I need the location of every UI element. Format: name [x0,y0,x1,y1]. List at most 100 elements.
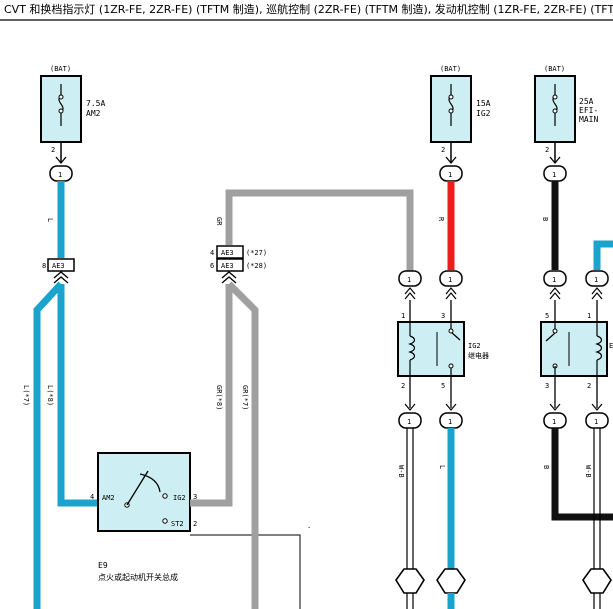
ae3-mid-connector-lower [216,258,244,272]
wire-gr-top [225,189,414,272]
ig2-fuse-source: (BAT) [440,65,461,73]
wire-gr-w7-label: GR(*7) [241,385,249,410]
wire-l-w7-label: L(*7) [22,385,30,406]
am2-fuse-source: (BAT) [50,65,71,73]
efi-fuse-source: (BAT) [544,65,565,73]
switch-term-ig2: IG2 [173,494,186,502]
wire-wb-label-2: W-B [584,465,592,478]
efi-relay-coil-icon [595,322,603,376]
ig2-relay-name: IG2 [468,342,481,350]
ig2-relay-subtitle: 继电器 [468,351,489,360]
ig2-fuse-icon [448,84,454,126]
efi-relay-out-connector-2 [585,412,609,429]
ae3-left-label: AE3 [52,262,65,270]
efi-relay-pin-bl: 3 [545,382,549,390]
switch-pin-st2: 2 [193,520,197,528]
wire-b-efi-out-label: B [542,465,550,469]
efi-arrow-icon [549,156,561,165]
wire-r-label: R [437,217,445,222]
ig2-out-arrow-icon-1 [404,403,416,411]
efi-relay-in-connector-2-pin: 1 [594,276,598,284]
ae3-mid-pin-lower: 6 [210,262,214,270]
efi-relay-switch-icon [545,322,570,376]
ig2-relay-out-connector-1 [398,412,422,429]
ig2-relay-pin-br: 5 [441,382,445,390]
wire-b-efi-out [551,428,613,521]
efi-relay-in-connector-1-pin: 1 [552,276,556,284]
am2-connector-pin: 1 [58,171,62,179]
efi-fuse-pin: 2 [545,146,549,154]
efi-fuse-name-2: MAIN [579,115,598,124]
ignition-switch-box [97,452,191,532]
ae3-mid-connector-upper [216,245,244,259]
efi-relay-name-partial: E [609,342,613,350]
wire-st2 [190,534,301,609]
wire-gr-label: GR [215,217,223,226]
wire-st2-tick: · [307,524,311,532]
switch-name: 点火或起动机开关总成 [98,572,178,582]
ae3-mid-note-lower: (*28) [246,262,267,270]
wire-l-ig2-out-label: L [438,465,446,469]
efi-fuse-icon [552,84,558,126]
am2-fuse-rating: 7.5A [86,99,105,108]
efi-relay-pin-tr: 1 [587,312,591,320]
ignition-switch-contact-icon [124,470,168,524]
wire-gr-w7 [226,281,259,609]
efi-relay-out-connector-2-pin: 1 [594,418,598,426]
efi-fuse-rating: 25A [579,97,594,106]
ig2-relay-chevron-icon-1 [404,287,416,300]
ig2-relay-in-connector-2-pin: 1 [448,276,452,284]
efi-relay-in-connector-1 [543,270,567,287]
am2-fuse-name: AM2 [86,109,101,118]
wire-b-label: B [541,217,549,221]
switch-id: E9 [98,561,108,570]
ig2-relay-box [397,321,465,377]
ae3-mid-pin-upper: 4 [210,249,214,257]
ground-splice-1 [395,568,425,594]
efi-fuse-connector-pin: 1 [552,171,556,179]
efi-relay-pin-br: 2 [587,382,591,390]
splice-l-ig2-out [436,568,466,594]
efi-relay-pin-tl: 5 [545,312,549,320]
ae3-mid-label-upper: AE3 [221,249,234,257]
ae3-left-chevron-icon [53,271,69,284]
efi-fuse-name-1: EFI- [579,106,598,115]
ae3-left-pin: 8 [42,262,46,270]
ae3-mid-chevron-icon [221,271,237,284]
wire-l-w8-label: L(*8) [46,385,54,406]
switch-term-am2: AM2 [102,494,115,502]
ig2-relay-switch-icon [436,322,461,376]
efi-out-arrow-icon-1 [549,403,561,411]
ig2-relay-coil-icon [408,322,416,376]
ig2-relay-pin-tr: 3 [441,312,445,320]
ig2-fuse-connector-pin: 1 [448,171,452,179]
ig2-relay-in-connector-1-pin: 1 [407,276,411,284]
efi-relay-chevron-icon-1 [549,287,561,300]
am2-fuse-pin: 2 [51,146,55,154]
wire-gr-w8 [190,284,233,507]
ig2-fuse-name: IG2 [476,109,491,118]
ground-splice-2 [582,568,612,594]
efi-relay-box [540,321,608,377]
am2-fuse-icon [58,84,64,126]
ig2-relay-chevron-icon-2 [445,287,457,300]
wire-wb-label-1: W-B [397,465,405,478]
wire-l-w8 [57,284,97,507]
ig2-relay-in-connector-2 [439,270,463,287]
efi-relay-in-connector-2 [585,270,609,287]
wire-gr-w8-label: GR(*8) [215,385,223,410]
wire-l-label: L [46,218,54,222]
ig2-relay-in-connector-1 [398,270,422,287]
ig2-relay-pin-tl: 1 [401,312,405,320]
efi-out-arrow-icon-2 [591,403,603,411]
ae3-left-connector [47,258,75,272]
ig2-out-arrow-icon-2 [445,403,457,411]
ig2-relay-pin-bl: 2 [401,382,405,390]
switch-term-st2: ST2 [171,520,184,528]
wire-l-efi-in [593,240,613,270]
efi-relay-chevron-icon-2 [591,287,603,300]
am2-arrow-icon [55,156,67,165]
wire-l-w7 [33,281,64,609]
ig2-arrow-icon [445,156,457,165]
